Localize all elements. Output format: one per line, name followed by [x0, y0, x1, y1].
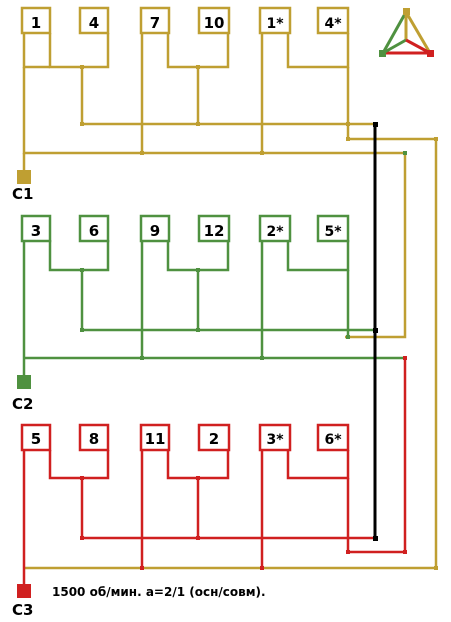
coil-label: 9 — [150, 222, 160, 240]
coil-label: 7 — [150, 14, 160, 32]
coil-label: 6* — [324, 432, 342, 448]
phase-c2 — [22, 240, 405, 378]
c3-coil-labels: 5 8 11 2 3* 6* — [31, 430, 342, 448]
terminal-c1-marker — [17, 170, 31, 184]
coil-label: 8 — [89, 430, 99, 448]
terminal-c3-label: C3 — [12, 601, 33, 619]
coil-label: 4* — [324, 16, 342, 32]
c2-coil-labels: 3 6 9 12 2* 5* — [31, 222, 342, 240]
coil-label: 5 — [31, 430, 41, 448]
c2-coil-boxes — [20, 214, 350, 243]
coil-label: 2 — [209, 430, 219, 448]
coil-label: 2* — [266, 224, 284, 240]
terminal-c2-marker — [17, 375, 31, 389]
terminal-c1-label: C1 — [12, 185, 33, 203]
coil-label: 5* — [324, 224, 342, 240]
terminal-c2-label: C2 — [12, 395, 33, 413]
coil-label: 3* — [266, 432, 284, 448]
coil-label: 10 — [204, 14, 225, 32]
triangle-connection-icon — [379, 8, 434, 57]
coil-label: 1* — [266, 16, 284, 32]
coil-label: 6 — [89, 222, 99, 240]
c1-coil-boxes — [20, 6, 350, 35]
caption: 1500 об/мин. a=2/1 (осн/совм). — [52, 585, 266, 599]
coil-label: 1 — [31, 14, 41, 32]
junction-dots — [80, 65, 438, 570]
c1-coil-labels: 1 4 7 10 1* 4* — [31, 14, 342, 32]
c3-coil-boxes — [20, 423, 350, 452]
phase-c3 — [22, 358, 407, 590]
coil-label: 12 — [204, 222, 225, 240]
coil-label: 4 — [89, 14, 99, 32]
terminal-c3-marker — [17, 584, 31, 598]
coil-label: 11 — [145, 430, 166, 448]
coil-label: 3 — [31, 222, 41, 240]
